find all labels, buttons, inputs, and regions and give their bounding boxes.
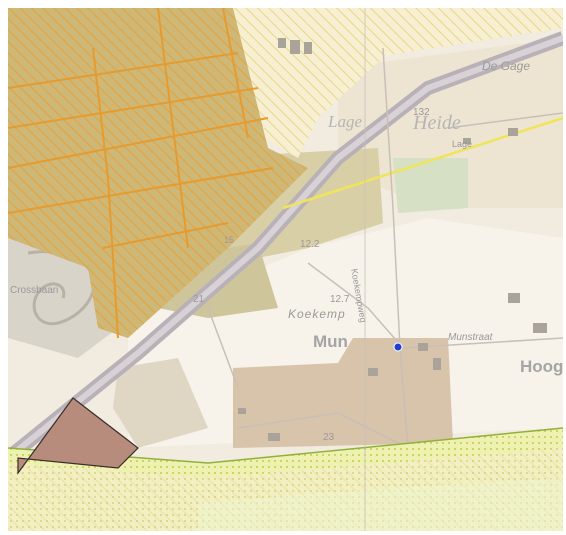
- map-graphics: [8, 8, 563, 531]
- local-roads: [207, 47, 563, 449]
- place-label-de-gage: De Gage: [482, 59, 531, 73]
- spot-height-132: 132: [413, 107, 430, 118]
- forest-lane-grid: [8, 8, 274, 339]
- place-label-crossbaan: Crossbaan: [10, 285, 59, 296]
- green-patch: [393, 158, 468, 213]
- place-label-heide: Heide: [413, 112, 461, 134]
- place-label-koekemp: Koekemp: [288, 307, 346, 321]
- place-label-lage: Lage: [328, 112, 362, 131]
- spot-height-21: 21: [193, 294, 205, 305]
- place-label-mun: Mun: [313, 332, 348, 351]
- farmland: [113, 358, 208, 448]
- street-label-munstraat: Munstraat: [448, 332, 493, 343]
- light-green-patch: [198, 478, 563, 531]
- spot-height-12-7: 12.7: [330, 294, 350, 305]
- street-label-lage: Lage: [452, 139, 473, 149]
- spot-height-12-2: 12.2: [300, 239, 320, 250]
- road-number-15: 15: [224, 235, 235, 245]
- brown-parcel[interactable]: [17, 397, 139, 475]
- forest-hatched-zone: [8, 8, 308, 338]
- map-canvas[interactable]: De Gage Lage Heide 132 Lage 12.2 Crossba…: [8, 8, 563, 531]
- buildings: [238, 38, 547, 441]
- location-marker[interactable]: [393, 342, 403, 352]
- place-label-hoog: Hoog: [520, 357, 563, 376]
- spot-height-23: 23: [323, 432, 335, 443]
